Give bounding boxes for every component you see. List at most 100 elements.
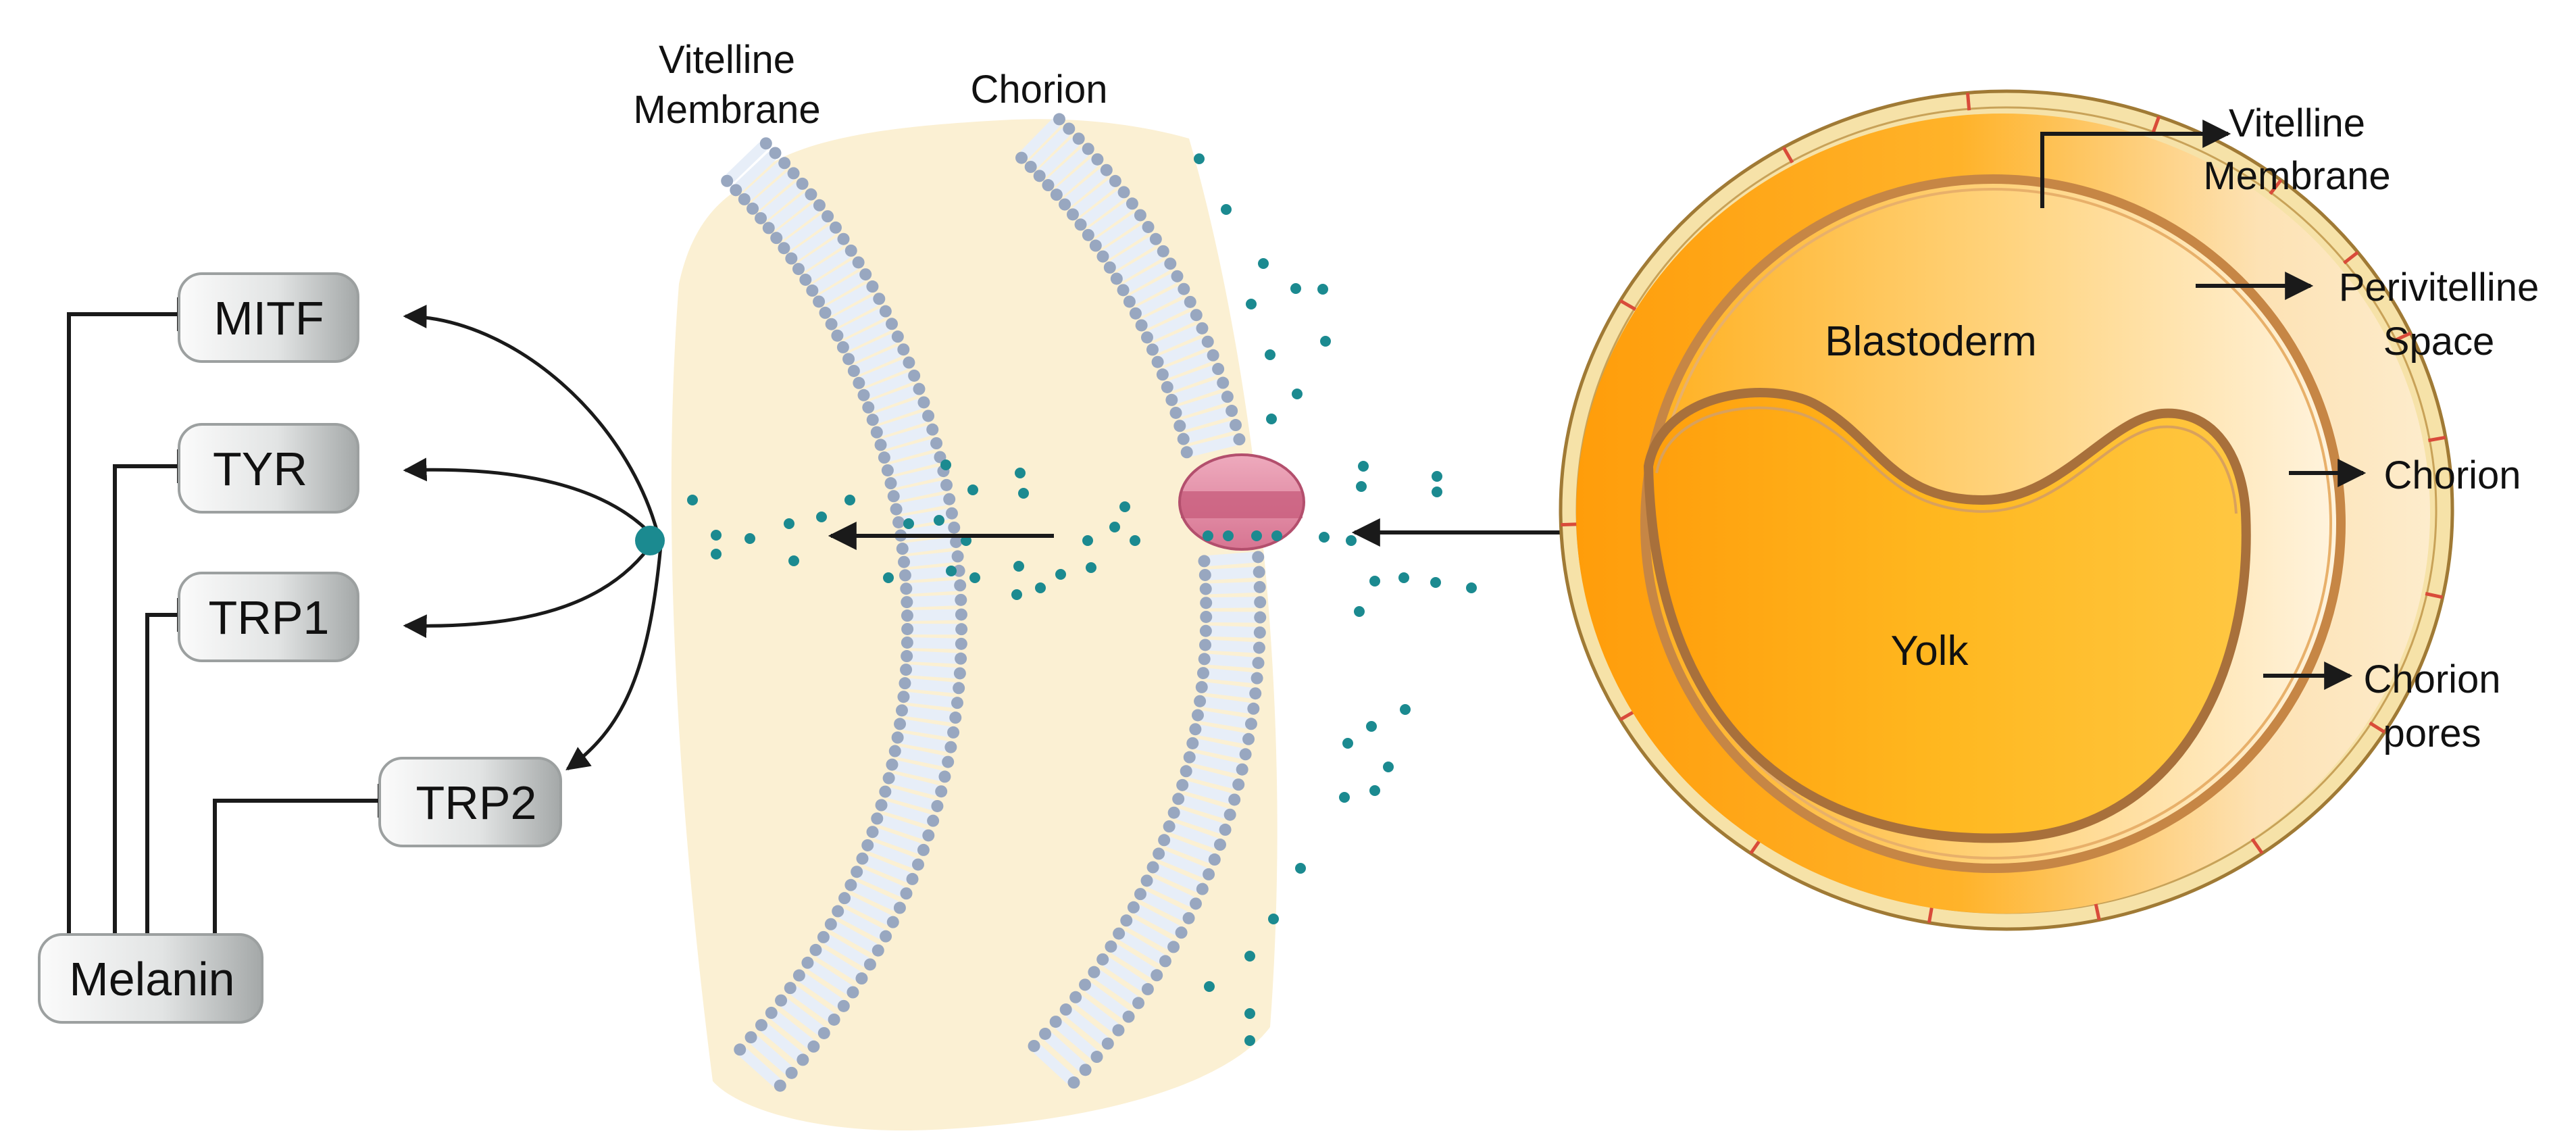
yolk-label: Yolk [1891, 628, 1969, 674]
lipid-head [862, 401, 874, 414]
lipid-head [788, 167, 800, 179]
molecule-dot [711, 549, 722, 559]
molecule-dot [1109, 522, 1120, 532]
lipid-head [901, 650, 913, 662]
lipid-head [1226, 405, 1238, 417]
lipid-head [946, 507, 958, 520]
lipid-head [1203, 868, 1215, 880]
lipid-head [1168, 807, 1180, 819]
lipid-head [913, 383, 925, 395]
lipid-head [1112, 1024, 1124, 1037]
lipid-head [1141, 874, 1153, 887]
lipid-head [1091, 1051, 1103, 1063]
lipid-head [1053, 113, 1065, 125]
lipid-head [1063, 122, 1075, 134]
lipid-head [1198, 653, 1211, 665]
lipid-head [770, 232, 782, 244]
lipid-head [1200, 597, 1212, 609]
lipid-head [1157, 245, 1169, 257]
lipid-head [943, 493, 955, 505]
molecule-dot [1466, 582, 1477, 593]
lipid-head [1159, 955, 1171, 967]
molecule-dot [1400, 704, 1411, 715]
molecule-dot [1203, 530, 1213, 541]
lipid-head [1198, 555, 1210, 567]
lipid-head [1173, 420, 1186, 432]
lipid-head [785, 253, 797, 265]
lipid-head [1146, 343, 1159, 355]
lipid-head [899, 677, 911, 689]
lipid-head [1080, 1064, 1092, 1076]
lipid-head [1224, 809, 1236, 821]
lipid-head [807, 1041, 819, 1053]
lipid-head [851, 866, 863, 878]
lipid-tail [1208, 557, 1254, 561]
lipid-head [954, 667, 966, 679]
lipid-head [825, 918, 837, 930]
lipid-head [1209, 853, 1221, 866]
lipid-head [1172, 793, 1184, 805]
lipid-tail [908, 557, 954, 562]
lipid-head [828, 1014, 840, 1026]
lipid-tail [910, 586, 956, 589]
lipid-head [801, 957, 813, 969]
lipid-head [1253, 657, 1265, 669]
molecule-dot [1246, 299, 1257, 309]
lipid-head [817, 931, 830, 943]
lipid-head [1200, 625, 1212, 637]
lipid-head [1113, 928, 1125, 940]
lipid-tail [1209, 659, 1255, 663]
mitf-label: MITF [213, 292, 324, 345]
lipid-head [1165, 394, 1178, 406]
lipid-head [1075, 218, 1087, 230]
lipid-head [1150, 233, 1162, 245]
lipid-head [755, 212, 767, 224]
molecule-dot [711, 530, 722, 541]
molecule-dot [744, 533, 755, 544]
lipid-head [897, 343, 909, 355]
lipid-head [1196, 322, 1208, 334]
molecule-dot [1369, 576, 1380, 587]
chorion-pores-label-line1: Chorion [2363, 657, 2500, 701]
lipid-head [848, 365, 860, 377]
lipid-tail [1210, 631, 1256, 632]
molecule-dot [1271, 530, 1282, 541]
lipid-head [1232, 778, 1244, 791]
molecule-dot [1292, 389, 1303, 399]
lipid-head [1134, 209, 1146, 221]
lipid-head [1184, 296, 1196, 308]
lipid-head [793, 970, 805, 982]
lipid-head [786, 1067, 798, 1079]
lipid-head [886, 759, 898, 771]
lipid-head [901, 596, 913, 608]
lipid-head [873, 293, 885, 305]
molecule-dot [1295, 863, 1306, 874]
lipid-head [1069, 991, 1082, 1003]
lipid-head [1104, 261, 1116, 274]
lipid-head [1253, 566, 1265, 578]
molecule-dot [1266, 414, 1277, 424]
lipid-head [912, 858, 924, 870]
lipid-head [867, 826, 879, 838]
lipid-head [755, 1019, 767, 1031]
lipid-head [875, 439, 887, 451]
lipid-head [837, 341, 849, 353]
lipid-tail [1210, 587, 1256, 589]
lipid-head [926, 424, 938, 436]
molecule-dot [1356, 481, 1367, 492]
activation-arrow-tyr [405, 470, 654, 537]
molecule-dot [1221, 204, 1232, 215]
chorion-pore-channel [1180, 455, 1304, 549]
lipid-tail [904, 724, 949, 732]
lipid-head [896, 704, 908, 716]
lipid-head [903, 357, 915, 369]
lipid-head [1196, 681, 1208, 693]
lipid-head [938, 770, 951, 782]
lipid-head [872, 945, 884, 957]
lipid-head [745, 1031, 757, 1043]
lipid-head [832, 905, 844, 918]
lipid-head [908, 370, 920, 382]
lipid-head [1249, 687, 1261, 699]
lipid-head [1147, 861, 1159, 873]
lipid-head [1039, 1028, 1051, 1040]
